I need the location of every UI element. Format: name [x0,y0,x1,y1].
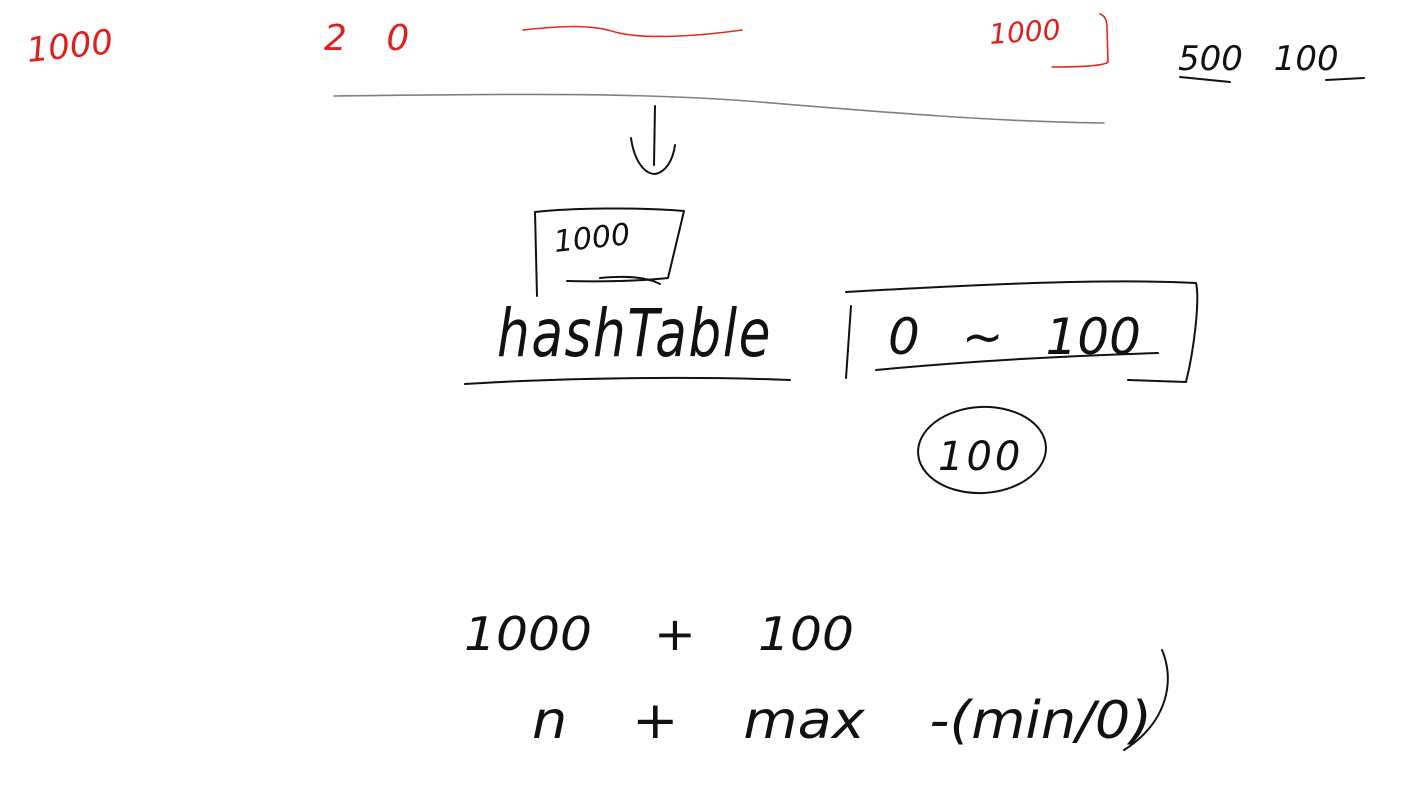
hash-table-underline [464,376,791,385]
top-far-right-underline-2 [1325,77,1365,81]
circled-value: 100 [938,434,1023,480]
formula-closing-paren [1123,649,1169,751]
hash-count-box-label: 1000 [552,217,632,260]
top-red-zero-note: 2 0 [324,18,423,59]
gray-horizontal-line [333,93,1105,124]
formula-expression: n + max -(min/0) [532,691,1152,751]
sum-expression: 1000 + 100 [464,607,854,661]
range-box [845,280,1199,383]
top-far-right-note: 500 100 [1178,39,1339,79]
red-bracket [1051,13,1109,68]
red-wavy-line [522,25,743,38]
top-far-right-underline-1 [1179,76,1231,83]
top-left-red-note: 1000 [25,22,115,71]
top-right-red-note: 1000 [988,13,1061,51]
hash-table-label: hashTable [497,295,772,372]
down-arrow-icon [630,105,676,175]
range-label: 0 ~ 100 [888,308,1141,366]
hash-count-box [534,207,685,297]
circled-value-ring [917,405,1047,495]
